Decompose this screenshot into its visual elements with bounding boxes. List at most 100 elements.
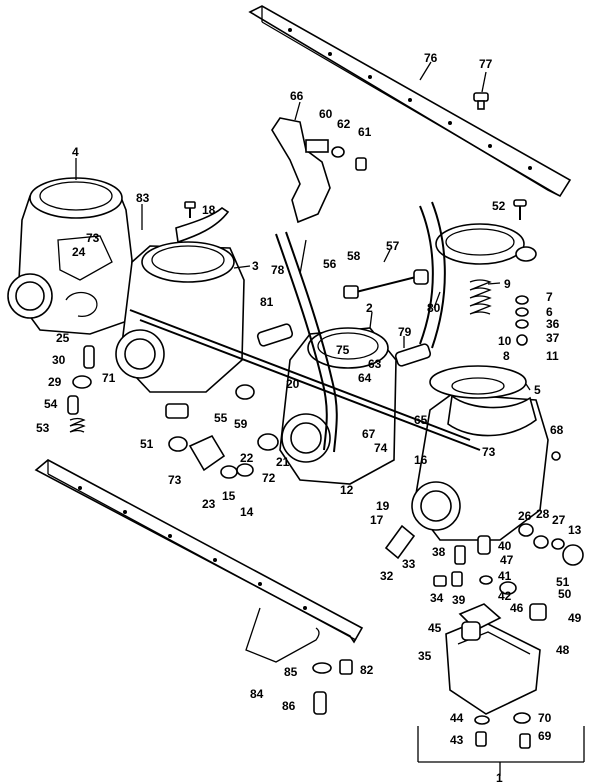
- label-4: 4: [72, 145, 79, 159]
- label-21: 21: [276, 455, 290, 469]
- label-10: 10: [498, 334, 512, 348]
- label-36: 36: [546, 317, 560, 331]
- label-50: 50: [558, 587, 572, 601]
- label-29: 29: [48, 375, 62, 389]
- label-27: 27: [552, 513, 566, 527]
- label-68: 68: [550, 423, 564, 437]
- label-35: 35: [418, 649, 432, 663]
- label-65: 65: [414, 413, 428, 427]
- label-11: 11: [546, 349, 559, 363]
- label-79: 78: [271, 263, 285, 277]
- label-60: 60: [319, 107, 333, 121]
- label-69: 69: [538, 729, 552, 743]
- label-74: 73: [482, 445, 496, 459]
- label-32: 32: [380, 569, 394, 583]
- label-15: 15: [222, 489, 236, 503]
- label-59: 59: [234, 417, 248, 431]
- small-parts: [67, 146, 584, 749]
- part-labels: 76 77 66 60 62 61 4 83 18 52 73 24 3 78 …: [36, 51, 582, 784]
- label-73: 73: [86, 231, 100, 245]
- label-33: 33: [402, 557, 416, 571]
- label-14: 14: [240, 505, 254, 519]
- label-22: 22: [240, 451, 254, 465]
- label-20: 20: [286, 377, 300, 391]
- pipe-80: [394, 343, 432, 367]
- label-37: 37: [546, 331, 560, 345]
- label-16: 16: [414, 453, 428, 467]
- spring-9: [469, 279, 492, 315]
- bottom-bracket-85: [34, 459, 364, 663]
- label-83: 82: [360, 663, 374, 677]
- label-47: 47: [500, 553, 514, 567]
- label-45: 45: [428, 621, 442, 635]
- label-24: 24: [72, 245, 86, 259]
- label-82: 81: [260, 295, 274, 309]
- label-51b: 51: [556, 575, 570, 589]
- label-5: 5: [534, 383, 541, 397]
- label-26: 26: [518, 509, 532, 523]
- carburetor-2: [279, 327, 397, 485]
- label-12: 12: [340, 483, 354, 497]
- label-66: 66: [290, 89, 304, 103]
- label-25: 25: [56, 331, 70, 345]
- label-76: 75: [336, 343, 350, 357]
- label-77: 76: [424, 51, 438, 65]
- bracket-66: [271, 117, 331, 224]
- float-chamber-35: [445, 603, 541, 715]
- label-81: 80: [427, 301, 441, 315]
- label-38: 38: [432, 545, 446, 559]
- label-1: 1: [496, 771, 503, 784]
- label-9: 9: [504, 277, 511, 291]
- label-30: 30: [52, 353, 66, 367]
- label-64: 64: [358, 371, 372, 385]
- label-86: 85: [284, 665, 298, 679]
- label-63: 63: [368, 357, 382, 371]
- label-78: 77: [479, 57, 493, 71]
- label-41: 41: [498, 569, 512, 583]
- label-57: 57: [386, 239, 400, 253]
- label-18: 18: [202, 203, 216, 217]
- label-53: 53: [36, 421, 50, 435]
- label-72: 72: [262, 471, 276, 485]
- label-46: 46: [510, 601, 524, 615]
- label-7: 7: [546, 290, 553, 304]
- label-48: 48: [556, 643, 570, 657]
- label-3: 3: [252, 259, 259, 273]
- throttle-shaft: [129, 309, 481, 451]
- label-85: 84: [250, 687, 264, 701]
- hose-79: [275, 231, 338, 453]
- label-58: 58: [347, 249, 361, 263]
- label-42: 42: [498, 589, 512, 603]
- label-2: 2: [366, 301, 373, 315]
- label-87: 86: [282, 699, 296, 713]
- label-54: 54: [44, 397, 58, 411]
- label-51: 51: [140, 437, 154, 451]
- label-13: 13: [568, 523, 582, 537]
- label-67: 67: [362, 427, 376, 441]
- label-80: 79: [398, 325, 412, 339]
- label-44: 44: [450, 711, 464, 725]
- label-34: 34: [430, 591, 444, 605]
- label-49: 49: [568, 611, 582, 625]
- top-bracket-77: [248, 5, 572, 198]
- carburetor-4: [7, 177, 133, 335]
- label-71: 71: [102, 371, 116, 385]
- label-17: 17: [370, 513, 384, 527]
- bolt-57: [343, 269, 429, 299]
- label-61: 61: [358, 125, 372, 139]
- label-19: 19: [376, 499, 390, 513]
- label-56: 56: [323, 257, 337, 271]
- label-39: 39: [452, 593, 466, 607]
- diaphragm-5: [429, 365, 527, 399]
- label-70: 70: [538, 711, 552, 725]
- leader-lines: [75, 61, 531, 391]
- label-23: 23: [202, 497, 216, 511]
- label-84: 83: [136, 191, 150, 205]
- label-6: 6: [546, 305, 553, 319]
- label-55: 55: [214, 411, 228, 425]
- label-40: 40: [498, 539, 512, 553]
- label-75: 74: [374, 441, 388, 455]
- label-28: 28: [536, 507, 550, 521]
- pipe-82: [256, 323, 294, 347]
